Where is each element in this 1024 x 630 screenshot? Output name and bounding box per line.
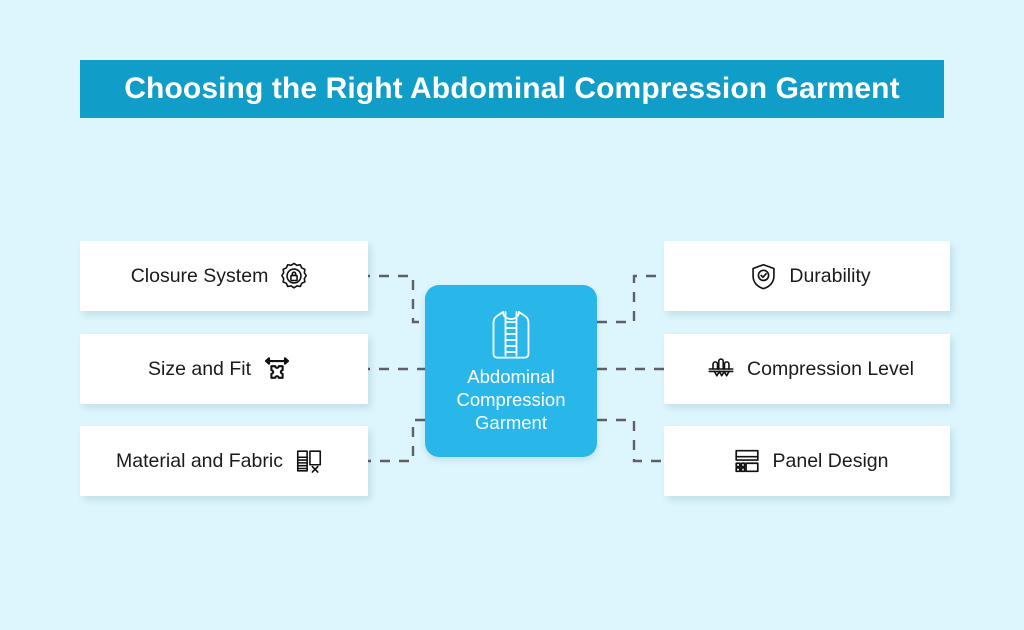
branch-label: Size and Fit — [148, 357, 251, 380]
compression-press-icon — [706, 354, 736, 384]
connector-left-1 — [360, 274, 425, 324]
page-title-banner: Choosing the Right Abdominal Compression… — [80, 60, 944, 118]
connector-left-3 — [360, 418, 425, 463]
branch-card-panel-design[interactable]: Panel Design — [664, 426, 950, 496]
fabric-swatch-icon — [294, 446, 324, 476]
measure-fit-icon — [262, 354, 292, 384]
center-node-label: Abdominal Compression Garment — [456, 365, 566, 433]
branch-label: Closure System — [130, 264, 269, 287]
center-node[interactable]: Abdominal Compression Garment — [425, 285, 597, 457]
panel-layout-icon — [732, 446, 762, 476]
branch-label: Compression Level — [747, 357, 914, 380]
branch-card-size-and-fit[interactable]: Size and Fit — [80, 334, 368, 404]
branch-label: Durability — [789, 264, 871, 287]
gear-lock-icon — [279, 261, 309, 291]
page-title: Choosing the Right Abdominal Compression… — [124, 72, 900, 105]
branch-label: Material and Fabric — [116, 449, 283, 472]
branch-label: Panel Design — [772, 449, 889, 472]
compression-vest-icon — [489, 309, 533, 361]
connector-right-1 — [597, 274, 664, 324]
branch-card-closure-system[interactable]: Closure System — [80, 241, 368, 311]
shield-check-icon — [749, 262, 778, 291]
branch-card-compression-level[interactable]: Compression Level — [664, 334, 950, 404]
branch-card-material-and-fabric[interactable]: Material and Fabric — [80, 426, 368, 496]
branch-card-durability[interactable]: Durability — [664, 241, 950, 311]
connector-right-3 — [597, 418, 664, 463]
